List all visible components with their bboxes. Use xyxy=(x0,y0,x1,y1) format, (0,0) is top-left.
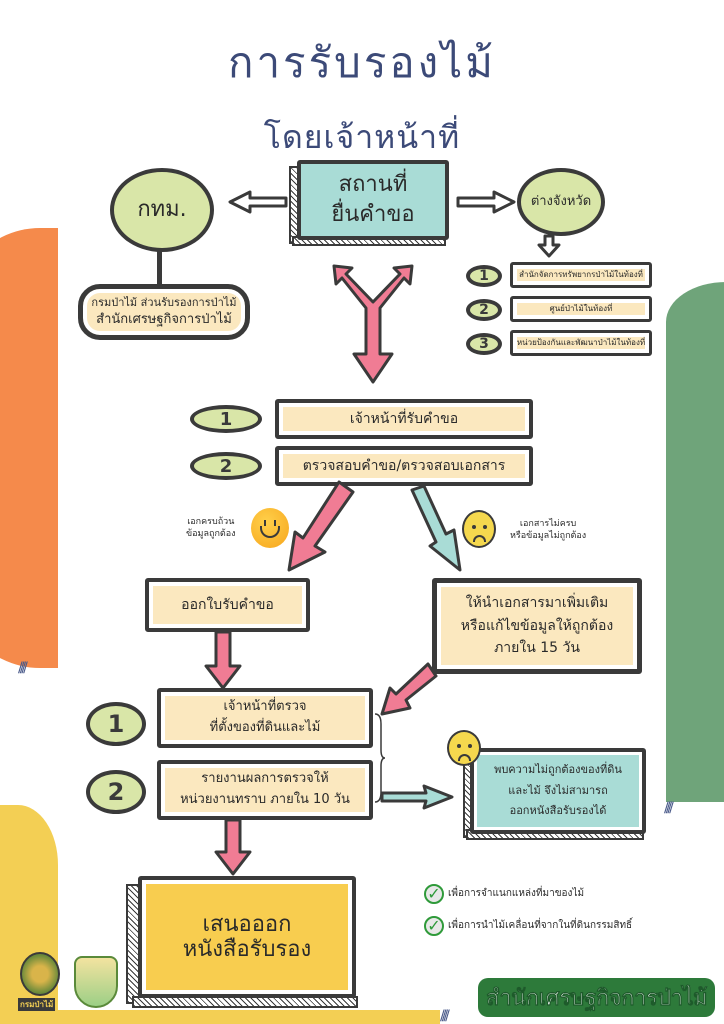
arrow-to-rejection xyxy=(380,784,454,810)
merge-arrow xyxy=(332,264,414,384)
branch-ok-line1: เอกครบถ้วน xyxy=(187,517,235,527)
page-subtitle: โดยเจ้าหน้าที่ xyxy=(263,118,461,156)
number-badge: 1 xyxy=(466,265,502,287)
orange-background-shape xyxy=(0,228,58,668)
bangkok-office-box: กรมป่าไม้ ส่วนรับรองการป่าไม้ สำนักเศรษฐ… xyxy=(78,284,250,340)
check-icon: ✓ xyxy=(424,916,444,936)
arrow-to-resubmit xyxy=(410,484,462,572)
decorative-hatch: //// xyxy=(664,800,674,816)
rejection-line2: และไม้ จึงไม่สามารถ xyxy=(508,783,608,797)
arrow-down-to-offices xyxy=(537,234,561,258)
inspection-step-box: รายงานผลการตรวจให้ หน่วยงานทราบ ภายใน 10… xyxy=(157,760,373,820)
number-badge: 2 xyxy=(190,452,262,480)
issue-receipt-label: ออกใบรับคำขอ xyxy=(181,596,274,613)
inspection-step-line2: ที่ตั้งของที่ดินและไม้ xyxy=(209,720,321,735)
resubmit-line3: ภายใน 15 วัน xyxy=(494,640,580,657)
bangkok-office-line2: สำนักเศรษฐกิจการป่าไม้ xyxy=(96,311,232,327)
submission-place-line1: สถานที่ xyxy=(338,172,408,198)
green-background-shape xyxy=(666,282,724,802)
final-box: เสนอออก หนังสือรับรอง xyxy=(138,876,356,998)
number-badge: 1 xyxy=(190,405,262,433)
inspection-step-line1: รายงานผลการตรวจให้ xyxy=(201,771,329,787)
branch-ok-line2: ข้อมูลถูกต้อง xyxy=(186,529,236,540)
check-icon: ✓ xyxy=(424,884,444,904)
logo-caption: กรมป่าไม้ xyxy=(18,998,56,1011)
inspection-step-line1: เจ้าหน้าที่ตรวจ xyxy=(223,699,307,715)
office-emblem-logo xyxy=(74,956,118,1008)
province-office-label: หน่วยป้องกันและพัฒนาป่าไม้ในท้องที่ xyxy=(516,337,646,347)
rejection-line1: พบความไม่ถูกต้องของที่ดิน xyxy=(494,762,622,776)
provinces-label: ต่างจังหวัด xyxy=(530,194,592,210)
final-line1: เสนอออก xyxy=(202,911,292,937)
royal-forest-department-logo xyxy=(20,952,60,996)
number-badge: 2 xyxy=(466,299,502,321)
sad-face-icon xyxy=(447,730,481,766)
arrow-right-to-provinces xyxy=(456,190,516,214)
yellow-bottom-band xyxy=(0,1010,440,1024)
number-badge: 1 xyxy=(86,702,146,746)
purpose-item: เพื่อการจำแนกแหล่งที่มาของไม้ xyxy=(448,888,585,899)
arrow-left-to-bangkok xyxy=(228,190,288,214)
decorative-hatch: //// xyxy=(440,1008,450,1024)
resubmit-line2: หรือแก้ไขข้อมูลให้ถูกต้อง xyxy=(460,617,614,634)
decorative-hatch: //// xyxy=(18,660,28,676)
resubmit-box: ให้นำเอกสารมาเพิ่มเติม หรือแก้ไขข้อมูลให… xyxy=(432,578,642,674)
bangkok-label: กทม. xyxy=(137,197,187,223)
happy-face-icon xyxy=(251,508,289,548)
arrow-down-to-final xyxy=(214,818,252,876)
branch-ok-label: เอกครบถ้วน ข้อมูลถูกต้อง xyxy=(186,516,236,540)
number-badge: 2 xyxy=(86,770,146,814)
final-line2: หนังสือรับรอง xyxy=(182,937,312,962)
rejection-box: พบความไม่ถูกต้องของที่ดิน และไม้ จึงไม่ส… xyxy=(470,748,646,834)
rejection-line3: ออกหนังสือรับรองได้ xyxy=(509,804,607,818)
arrow-to-receipt xyxy=(287,480,355,572)
province-office-item: หน่วยป้องกันและพัฒนาป่าไม้ในท้องที่ xyxy=(510,330,652,356)
intake-step-box: ตรวจสอบคำขอ/ตรวจสอบเอกสาร xyxy=(275,446,533,486)
sad-face-icon xyxy=(462,510,496,548)
province-office-item: ศูนย์ป่าไม้ในท้องที่ xyxy=(510,296,652,322)
arrow-resubmit-to-inspection xyxy=(380,662,438,716)
inspection-step-line2: หน่วยงานทราบ ภายใน 10 วัน xyxy=(180,792,350,807)
branch-fail-label: เอกสารไม่ครบ หรือข้อมูลไม่ถูกต้อง xyxy=(510,518,586,542)
intake-step-box: เจ้าหน้าที่รับคำขอ xyxy=(275,399,533,439)
connector-line xyxy=(157,250,162,292)
branch-fail-line2: หรือข้อมูลไม่ถูกต้อง xyxy=(510,531,587,542)
page-title: การรับรองไม้ xyxy=(228,38,496,87)
inspection-step-box: เจ้าหน้าที่ตรวจ ที่ตั้งของที่ดินและไม้ xyxy=(157,688,373,748)
provinces-circle: ต่างจังหวัด xyxy=(517,168,605,236)
branch-fail-line1: เอกสารไม่ครบ xyxy=(519,519,577,529)
intake-step-label: เจ้าหน้าที่รับคำขอ xyxy=(349,410,459,427)
resubmit-line1: ให้นำเอกสารมาเพิ่มเติม xyxy=(465,595,609,612)
footer-org-name: สำนักเศรษฐกิจการป่าไม้ xyxy=(478,978,716,1017)
number-badge: 3 xyxy=(466,333,502,355)
bangkok-circle: กทม. xyxy=(110,168,214,252)
province-office-label: สำนักจัดการทรัพยากรป่าไม้ในท้องที่ xyxy=(519,269,643,279)
bangkok-office-line1: กรมป่าไม้ ส่วนรับรองการป่าไม้ xyxy=(91,295,237,309)
issue-receipt-box: ออกใบรับคำขอ xyxy=(145,578,310,632)
arrow-down-to-inspection xyxy=(204,630,242,690)
intake-step-label: ตรวจสอบคำขอ/ตรวจสอบเอกสาร xyxy=(302,457,506,474)
province-office-item: สำนักจัดการทรัพยากรป่าไม้ในท้องที่ xyxy=(510,262,652,288)
submission-place-line2: ยื่นคำขอ xyxy=(331,202,415,227)
purpose-item: เพื่อการนำไม้เคลื่อนที่จากในที่ดินกรรมสิ… xyxy=(448,920,633,931)
submission-place-box: สถานที่ ยื่นคำขอ xyxy=(297,160,449,240)
province-office-label: ศูนย์ป่าไม้ในท้องที่ xyxy=(549,303,613,313)
